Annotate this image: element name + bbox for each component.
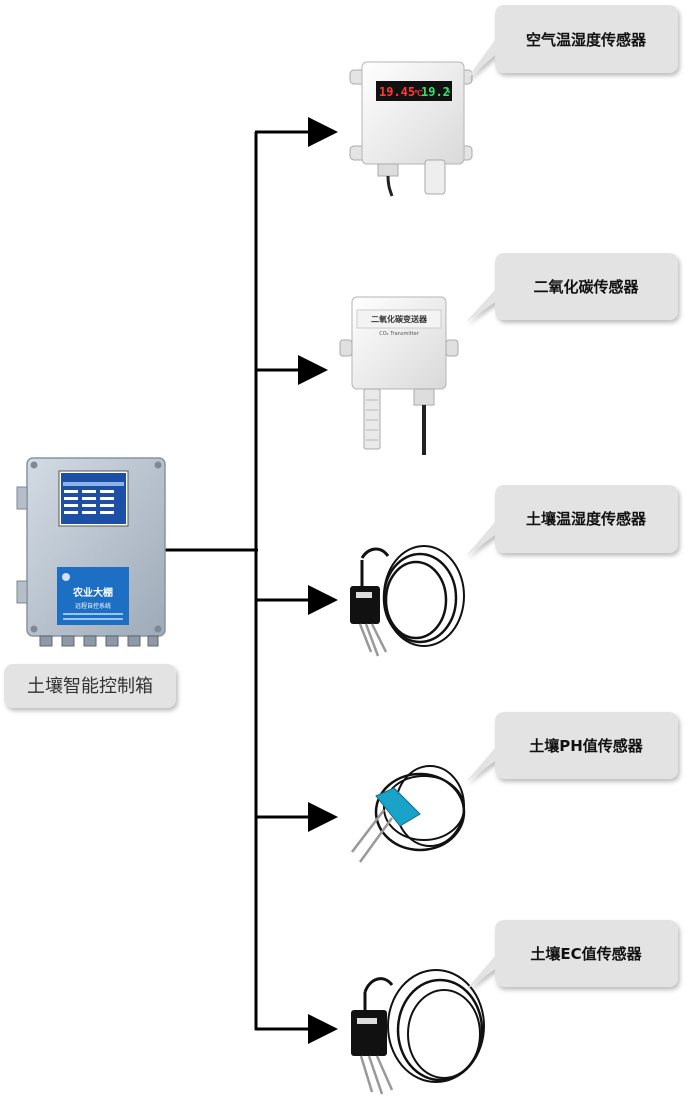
- panel-title: 农业大棚: [72, 586, 113, 599]
- co2-device-subtext: CO₂ Transmitter: [379, 331, 419, 337]
- air-display-humidity: 19.2: [421, 85, 450, 99]
- soil-ph-sensor-device: [351, 765, 466, 863]
- air-display-humidity-unit: %: [446, 87, 451, 95]
- control-box-label: [4, 664, 176, 708]
- air-display-temp: 19.45: [379, 85, 415, 99]
- soil-temp-humidity-bubble: [466, 485, 678, 556]
- co2-device-text: 二氧化碳变送器: [371, 314, 428, 324]
- soil-temp-humidity-label: 土壤温湿度传感器: [526, 510, 647, 528]
- connection-lines: [160, 117, 338, 1044]
- soil-ph-label: 土壤PH值传感器: [529, 737, 644, 755]
- soil-temp-humidity-sensor-device: [350, 545, 465, 657]
- soil-ec-sensor-device: [351, 969, 485, 1095]
- co2-sensor-device: 二氧化碳变送器 CO₂ Transmitter: [339, 296, 459, 455]
- air-temp-humidity-bubble: [466, 5, 678, 80]
- soil-ph-bubble: [466, 712, 678, 782]
- air-temp-humidity-label: 空气温湿度传感器: [526, 31, 647, 49]
- control-box-label-text: 土壤智能控制箱: [27, 676, 153, 697]
- air-temp-humidity-sensor-device: 19.45 ℃ 19.2 %: [349, 61, 473, 197]
- soil-ec-bubble: [466, 920, 678, 990]
- co2-bubble: [466, 253, 678, 322]
- panel-subtitle: 远程自控系统: [75, 602, 111, 610]
- air-display-temp-unit: ℃: [414, 89, 423, 98]
- soil-ec-label: 土壤EC值传感器: [530, 945, 642, 963]
- soil-control-box: 农业大棚 远程自控系统: [16, 457, 166, 647]
- co2-label: 二氧化碳传感器: [533, 278, 639, 296]
